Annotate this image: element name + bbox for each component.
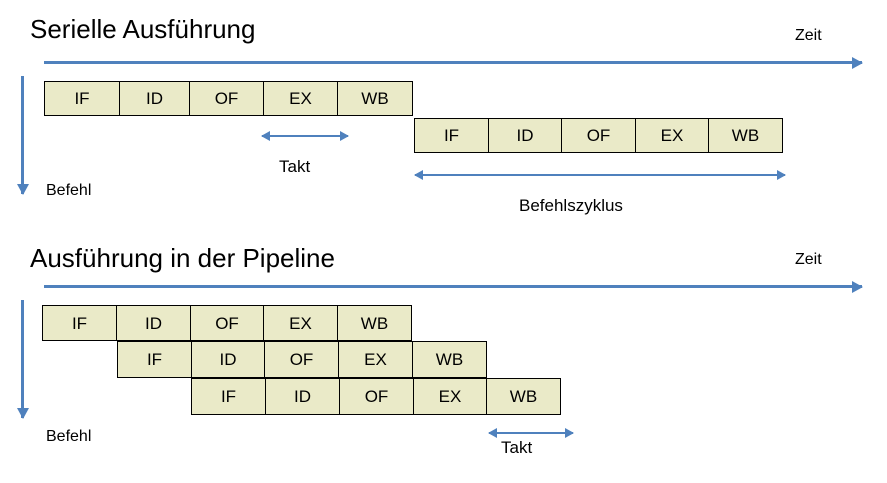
takt-measure-arrow-pipeline xyxy=(489,432,573,434)
instruction-axis-label-serial: Befehl xyxy=(46,182,92,199)
stage-cell-if[interactable]: IF xyxy=(42,305,117,341)
stage-cell-of[interactable]: OF xyxy=(264,341,339,378)
befehlszyklus-label: Befehlszyklus xyxy=(519,196,623,215)
takt-label-serial: Takt xyxy=(279,157,311,176)
stage-cell-ex[interactable]: EX xyxy=(635,118,709,153)
stage-cell-wb[interactable]: WB xyxy=(708,118,783,153)
stage-cell-id[interactable]: ID xyxy=(119,81,190,116)
table-row: IF ID OF EX WB xyxy=(117,341,487,378)
stage-cell-ex[interactable]: EX xyxy=(263,81,338,116)
instruction-axis-arrow-pipeline xyxy=(21,300,24,418)
time-axis-label-pipeline: Zeit xyxy=(795,251,822,268)
page-title-serial: Serielle Ausführung xyxy=(30,14,256,44)
time-axis-label-serial: Zeit xyxy=(795,27,822,44)
befehlszyklus-measure-arrow xyxy=(415,174,785,176)
takt-label-pipeline: Takt xyxy=(501,438,533,457)
time-axis-arrow-pipeline xyxy=(44,285,862,288)
stage-cell-id[interactable]: ID xyxy=(191,341,265,378)
stage-cell-id[interactable]: ID xyxy=(488,118,562,153)
stage-cell-ex[interactable]: EX xyxy=(413,378,487,415)
stage-cell-id[interactable]: ID xyxy=(116,305,191,341)
instruction-axis-arrow-serial xyxy=(21,76,24,194)
stage-cell-if[interactable]: IF xyxy=(191,378,266,415)
stage-cell-of[interactable]: OF xyxy=(561,118,636,153)
stage-cell-if[interactable]: IF xyxy=(117,341,192,378)
page-title-pipeline: Ausführung in der Pipeline xyxy=(30,243,335,273)
stage-cell-if[interactable]: IF xyxy=(44,81,120,116)
time-axis-arrow-serial xyxy=(44,61,862,64)
stage-cell-of[interactable]: OF xyxy=(189,81,264,116)
stage-cell-ex[interactable]: EX xyxy=(338,341,413,378)
stage-cell-if[interactable]: IF xyxy=(414,118,489,153)
stage-cell-wb[interactable]: WB xyxy=(486,378,561,415)
stage-cell-wb[interactable]: WB xyxy=(412,341,487,378)
stage-cell-ex[interactable]: EX xyxy=(263,305,338,341)
stage-cell-wb[interactable]: WB xyxy=(337,305,412,341)
stage-cell-id[interactable]: ID xyxy=(265,378,340,415)
table-row: IF ID OF EX WB xyxy=(44,81,413,116)
takt-measure-arrow-serial xyxy=(262,135,348,137)
instruction-axis-label-pipeline: Befehl xyxy=(46,428,92,445)
table-row: IF ID OF EX WB xyxy=(191,378,561,415)
stage-cell-wb[interactable]: WB xyxy=(337,81,413,116)
table-row: IF ID OF EX WB xyxy=(414,118,783,153)
stage-cell-of[interactable]: OF xyxy=(339,378,414,415)
table-row: IF ID OF EX WB xyxy=(42,305,412,341)
stage-cell-of[interactable]: OF xyxy=(190,305,264,341)
